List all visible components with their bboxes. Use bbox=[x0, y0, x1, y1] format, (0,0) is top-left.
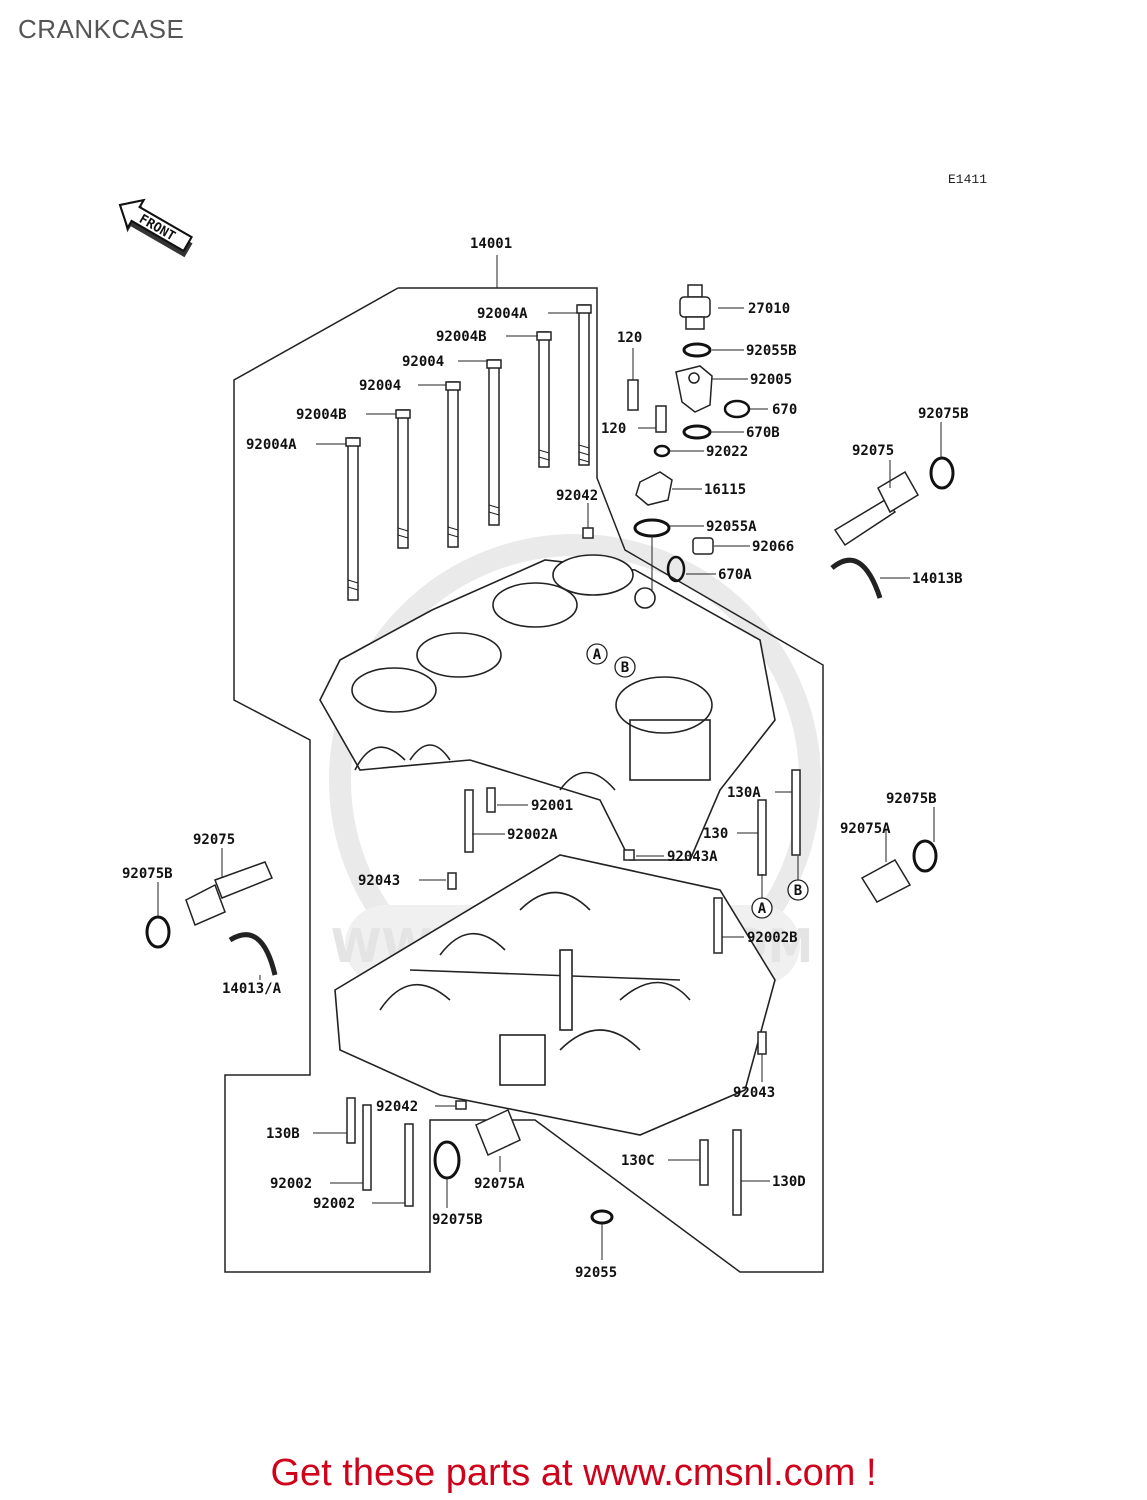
callout-14013b: 14013B bbox=[912, 571, 963, 587]
bolts-lower bbox=[346, 527, 801, 1216]
half-ring-14013b bbox=[830, 557, 883, 599]
callout-670: 670 bbox=[772, 402, 797, 418]
o-ring-92055 bbox=[590, 1209, 614, 1225]
bearing-92075-tr bbox=[833, 470, 920, 547]
ref-b-top: B bbox=[621, 660, 629, 676]
reference-circles bbox=[586, 643, 809, 919]
lower-crankcase bbox=[334, 854, 776, 1136]
callout-92075b-right: 92075B bbox=[886, 791, 937, 807]
callout-92004-a: 92004 bbox=[402, 354, 444, 370]
ref-b-right: B bbox=[794, 883, 802, 899]
diagram-code: E1411 bbox=[948, 172, 988, 187]
callout-labels: 14001 27010 92055B 92005 670 670B 92022 … bbox=[122, 236, 969, 1281]
promo-link[interactable]: Get these parts at www.cmsnl.com ! bbox=[270, 1452, 877, 1494]
bearing-92075a-b bbox=[475, 1108, 521, 1157]
callout-92055a: 92055A bbox=[706, 519, 757, 535]
assembly-boundary bbox=[224, 287, 824, 1273]
oil-gallery-cover bbox=[675, 365, 713, 413]
seal-92075b-l bbox=[145, 915, 171, 949]
o-ring-670b bbox=[682, 424, 712, 440]
callout-92002-b: 92002 bbox=[313, 1196, 355, 1212]
half-ring-14013a bbox=[228, 932, 278, 976]
o-ring-670 bbox=[723, 399, 751, 419]
callout-92042-bottom: 92042 bbox=[376, 1099, 418, 1115]
ref-a-top: A bbox=[593, 647, 602, 663]
callout-92075-tr: 92075 bbox=[852, 443, 894, 459]
crankcase-diagram: WWW.CMSNL.COM FRONT bbox=[118, 198, 969, 1281]
o-ring-92055b bbox=[682, 342, 712, 358]
callout-92004-b: 92004 bbox=[359, 378, 401, 394]
callout-92002b: 92002B bbox=[747, 930, 798, 946]
bearing-92075a-r bbox=[860, 858, 912, 903]
callout-14013a: 14013/A bbox=[222, 981, 282, 997]
screws-120 bbox=[627, 379, 667, 433]
callout-92043-right: 92043 bbox=[733, 1085, 775, 1101]
callout-92075b-bottom: 92075B bbox=[432, 1212, 483, 1228]
callout-130d: 130D bbox=[772, 1174, 806, 1190]
washer-92022 bbox=[653, 444, 671, 458]
callout-92001: 92001 bbox=[531, 798, 573, 814]
callout-92066: 92066 bbox=[752, 539, 794, 555]
callout-120-a: 120 bbox=[617, 330, 642, 346]
bearing-92075-l bbox=[185, 861, 273, 927]
callout-92055: 92055 bbox=[575, 1265, 617, 1281]
callout-27010: 27010 bbox=[748, 301, 790, 317]
callout-92075b-tr: 92075B bbox=[918, 406, 969, 422]
callout-92004b-top: 92004B bbox=[436, 329, 487, 345]
callout-120-b: 120 bbox=[601, 421, 626, 437]
upper-crankcase bbox=[319, 554, 776, 861]
callout-92004a-left: 92004A bbox=[246, 437, 297, 453]
callout-130b: 130B bbox=[266, 1126, 300, 1142]
callout-130a: 130A bbox=[727, 785, 761, 801]
callout-130c: 130C bbox=[621, 1153, 655, 1169]
callout-92004a-top: 92004A bbox=[477, 306, 528, 322]
oil-filler-plug bbox=[635, 471, 673, 506]
callout-130: 130 bbox=[703, 826, 728, 842]
front-arrow-icon: FRONT bbox=[118, 198, 193, 258]
callout-92075a-bottom: 92075A bbox=[474, 1176, 525, 1192]
plug-92066 bbox=[692, 537, 714, 555]
callout-92002a: 92002A bbox=[507, 827, 558, 843]
callout-670a: 670A bbox=[718, 567, 752, 583]
callout-92022: 92022 bbox=[706, 444, 748, 460]
callout-92043-left: 92043 bbox=[358, 873, 400, 889]
callout-92075a-right: 92075A bbox=[840, 821, 891, 837]
callout-670b: 670B bbox=[746, 425, 780, 441]
callout-92055b: 92055B bbox=[746, 343, 797, 359]
callout-92002-a: 92002 bbox=[270, 1176, 312, 1192]
o-ring-92055a bbox=[633, 518, 671, 538]
callout-92075-left: 92075 bbox=[193, 832, 235, 848]
seal-92075b-b bbox=[433, 1140, 461, 1180]
callout-92043a: 92043A bbox=[667, 849, 718, 865]
oil-pressure-switch bbox=[679, 284, 711, 330]
o-ring-670a bbox=[666, 555, 686, 583]
page-title: CRANKCASE bbox=[18, 14, 185, 44]
promo-footer: Get these parts at www.cmsnl.com ! bbox=[0, 1452, 1147, 1495]
callout-14001: 14001 bbox=[470, 236, 512, 252]
seal-92075b-tr bbox=[929, 456, 955, 490]
callout-92004b-left: 92004B bbox=[296, 407, 347, 423]
callout-92042-top: 92042 bbox=[556, 488, 598, 504]
ref-a-right: A bbox=[758, 901, 767, 917]
callout-92075b-left: 92075B bbox=[122, 866, 173, 882]
leader-lines bbox=[157, 307, 942, 1260]
seal-92075b-r bbox=[912, 839, 938, 873]
crankcase-bolts bbox=[345, 304, 592, 601]
callout-16115: 16115 bbox=[704, 482, 746, 498]
callout-92005: 92005 bbox=[750, 372, 792, 388]
